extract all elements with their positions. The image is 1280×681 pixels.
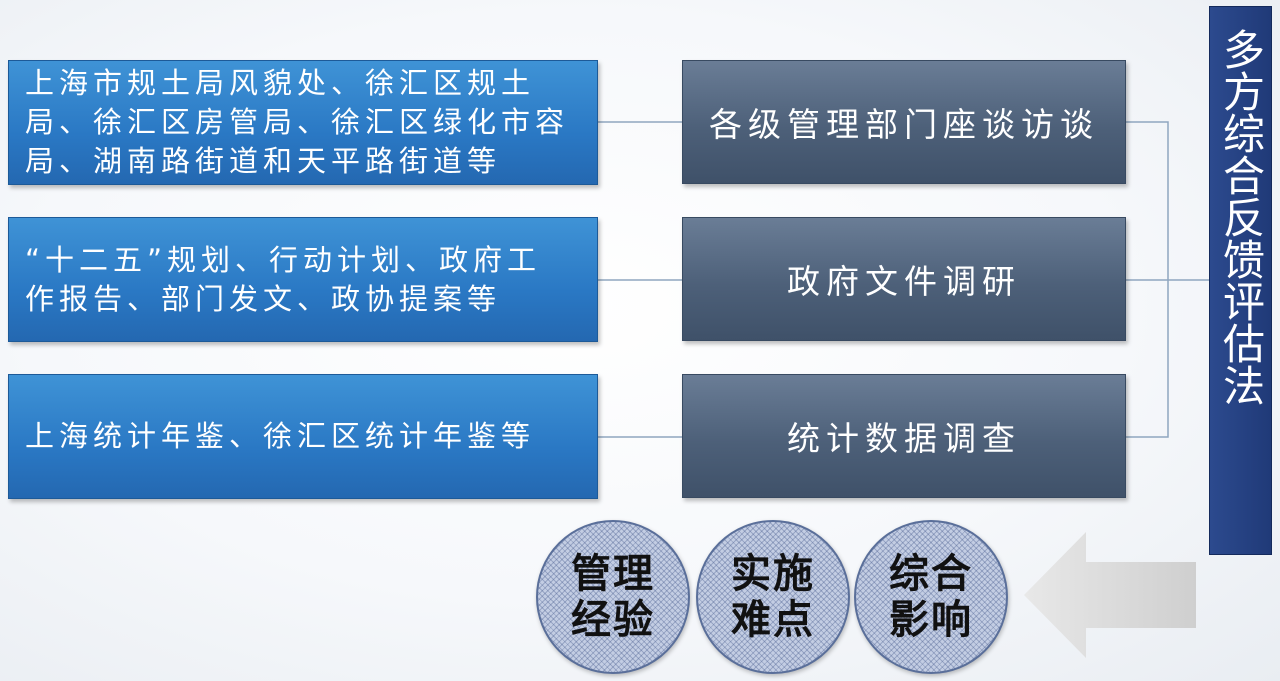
method-data-survey-text: 统计数据调查 <box>787 419 1021 458</box>
source-departments-text: 上海市规土局风貌处、徐汇区规土 局、徐汇区房管局、徐汇区绿化市容 局、湖南路街道… <box>25 66 570 178</box>
outcome-overall-impact-text: 综合 影响 <box>889 550 973 643</box>
source-documents-text: “十二五”规划、行动计划、政府工 作报告、部门发文、政协提案等 <box>25 242 542 316</box>
outcome-circle-implementation-difficulty: 实施 难点 <box>696 520 850 674</box>
source-statistics-text: 上海统计年鉴、徐汇区统计年鉴等 <box>25 419 536 453</box>
source-box-statistics: 上海统计年鉴、徐汇区统计年鉴等 <box>8 374 598 499</box>
left-arrow-icon <box>1024 532 1196 658</box>
method-box-document-research: 政府文件调研 <box>682 217 1126 341</box>
outcome-circle-management-experience: 管理 经验 <box>536 520 690 674</box>
method-title-text: 多方综合反馈评估法 <box>1216 28 1266 406</box>
outcome-circle-overall-impact: 综合 影响 <box>854 520 1008 674</box>
method-title-bar: 多方综合反馈评估法 <box>1209 6 1272 555</box>
method-interviews-text: 各级管理部门座谈访谈 <box>709 105 1099 144</box>
method-box-data-survey: 统计数据调查 <box>682 374 1126 498</box>
outcome-implementation-difficulty-text: 实施 难点 <box>731 550 815 643</box>
method-box-interviews: 各级管理部门座谈访谈 <box>682 60 1126 184</box>
source-box-documents: “十二五”规划、行动计划、政府工 作报告、部门发文、政协提案等 <box>8 217 598 342</box>
method-document-research-text: 政府文件调研 <box>787 262 1021 301</box>
outcome-management-experience-text: 管理 经验 <box>571 550 655 643</box>
source-box-departments: 上海市规土局风貌处、徐汇区规土 局、徐汇区房管局、徐汇区绿化市容 局、湖南路街道… <box>8 60 598 185</box>
